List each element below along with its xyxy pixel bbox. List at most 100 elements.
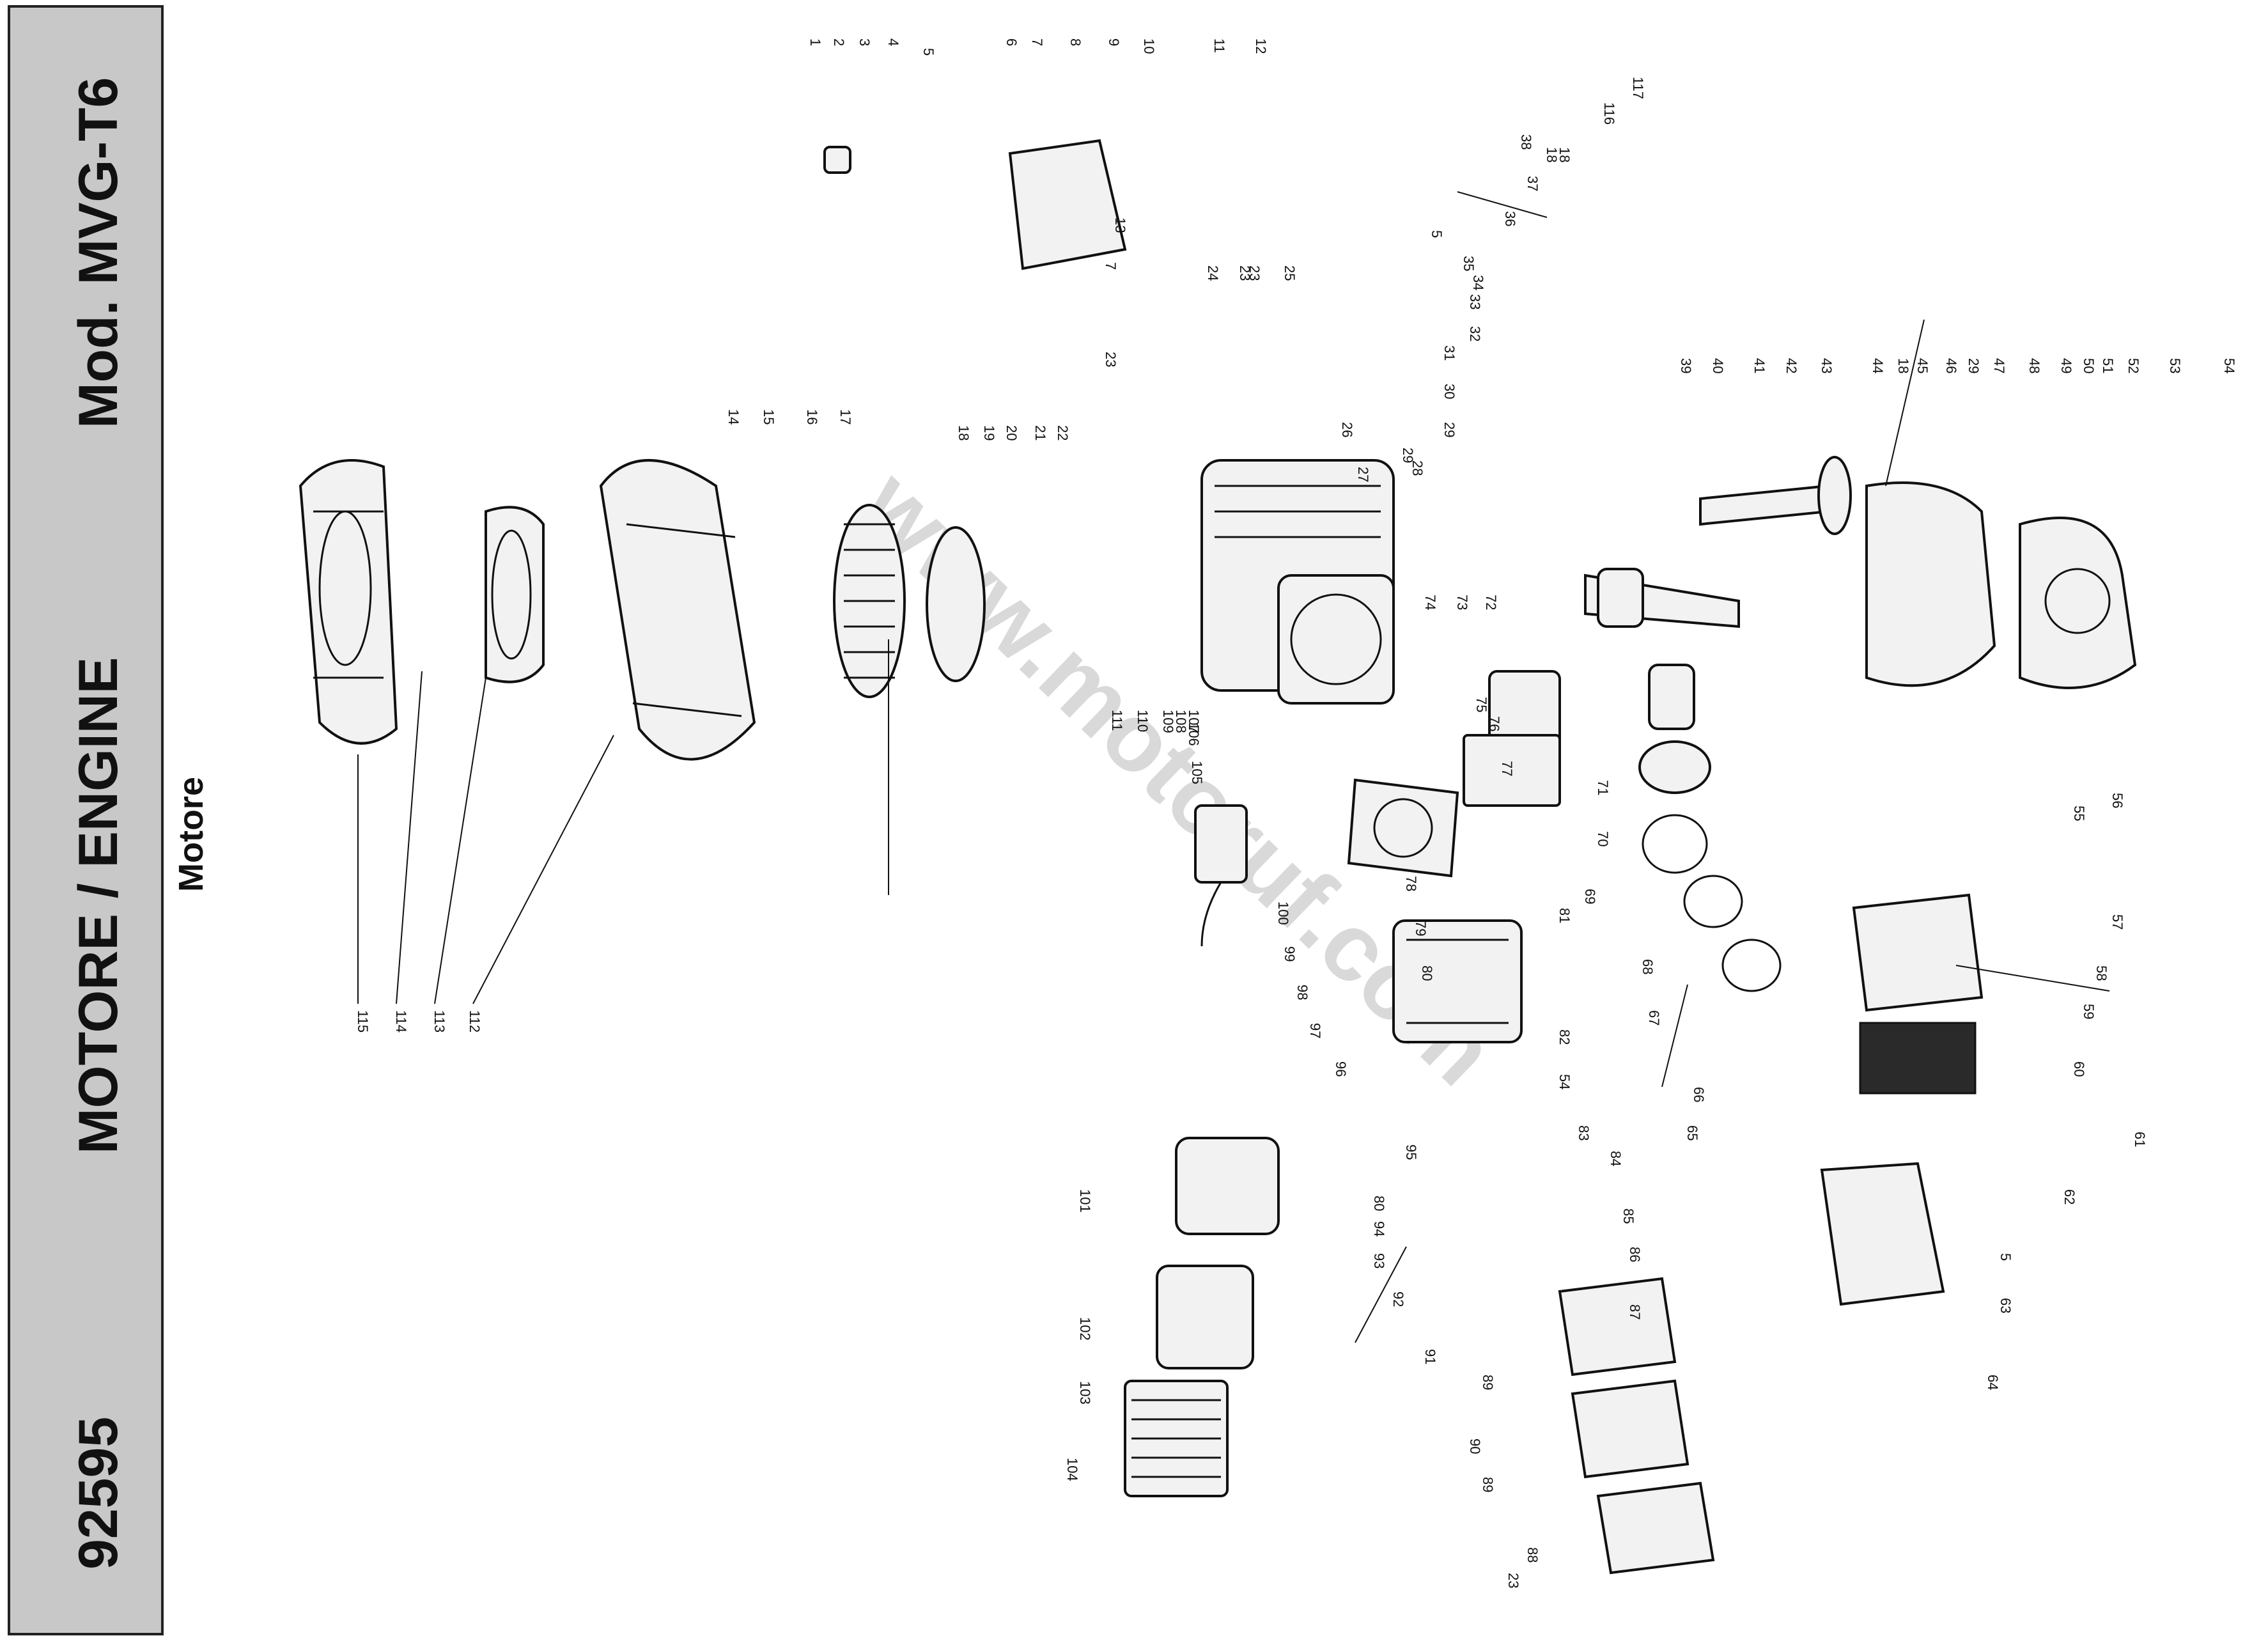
callout-number: 35	[1461, 256, 1477, 271]
callout-number: 21	[1032, 425, 1048, 440]
callout-number: 27	[1355, 467, 1371, 482]
callout-number: 112	[467, 1010, 483, 1033]
callout-number: 79	[1413, 921, 1429, 936]
callout-number: 63	[1998, 1298, 2014, 1313]
callout-number: 16	[804, 409, 820, 425]
callout-number: 86	[1627, 1247, 1643, 1262]
callout-number: 51	[2100, 358, 2116, 373]
callout-number: 34	[1470, 275, 1486, 290]
callout-number: 69	[1582, 889, 1598, 904]
callout-number: 23	[1505, 1573, 1521, 1588]
callout-number: 18	[1544, 147, 1560, 162]
callout-number: 89	[1480, 1477, 1496, 1492]
engine-block	[1200, 459, 1395, 705]
callout-number: 47	[1991, 358, 2007, 373]
callout-number: 18	[1557, 147, 1573, 162]
fan-cover	[299, 459, 398, 745]
callout-number: 85	[1620, 1208, 1636, 1224]
callout-number: 102	[1077, 1317, 1093, 1341]
blower-housing	[599, 459, 756, 761]
callout-number: 14	[726, 409, 742, 425]
piston	[1638, 740, 1782, 992]
callout-number: 99	[1282, 946, 1298, 962]
callout-number: 45	[1915, 358, 1930, 373]
callout-number: 23	[1103, 352, 1119, 367]
callout-number: 32	[1467, 326, 1483, 341]
callout-number: 98	[1294, 985, 1310, 1000]
callout-number: 94	[1371, 1221, 1387, 1236]
flywheel	[833, 504, 986, 698]
callout-number: 30	[1441, 384, 1457, 399]
callout-number: 36	[1502, 211, 1518, 226]
callout-number: 50	[2081, 358, 2097, 373]
callout-number: 13	[1112, 217, 1128, 233]
callout-number: 105	[1189, 761, 1205, 784]
callout-number: 107	[1186, 710, 1202, 733]
callout-number: 80	[1371, 1196, 1387, 1211]
callout-number: 89	[1480, 1375, 1496, 1390]
muffler	[1124, 1137, 1280, 1497]
recoil-starter	[485, 506, 545, 683]
callout-number: 65	[1684, 1125, 1700, 1141]
callout-number: 93	[1371, 1253, 1387, 1268]
callout-number: 24	[1205, 265, 1221, 281]
callout-number: 81	[1557, 908, 1573, 923]
callout-number: 54	[1557, 1074, 1573, 1089]
callout-number: 28	[1410, 460, 1425, 476]
callout-number: 20	[1004, 425, 1020, 440]
callout-number: 6	[1004, 38, 1020, 46]
callout-number: 92	[1390, 1291, 1406, 1307]
callout-number: 84	[1608, 1151, 1624, 1166]
callout-number: 101	[1077, 1189, 1093, 1213]
callout-number: 64	[1985, 1375, 2001, 1390]
callout-number: 18	[1895, 358, 1911, 373]
callout-number: 68	[1640, 959, 1656, 974]
callout-number: 4	[885, 38, 901, 46]
callout-number: 5	[920, 48, 936, 56]
callout-number: 90	[1467, 1438, 1483, 1454]
callout-number: 110	[1135, 710, 1151, 732]
callout-number: 96	[1333, 1061, 1349, 1077]
callout-number: 76	[1486, 716, 1502, 731]
callout-number: 61	[2132, 1132, 2148, 1147]
part-code: 92595	[68, 1416, 129, 1570]
callout-number: 56	[2109, 793, 2125, 808]
callout-number: 80	[1419, 965, 1435, 981]
callout-number: 29	[1400, 448, 1416, 463]
callout-number: 12	[1253, 38, 1269, 54]
crankcase-cover	[1865, 481, 2137, 689]
callout-number: 43	[1819, 358, 1835, 373]
callout-number: 23	[1247, 265, 1262, 281]
callout-number: 75	[1473, 697, 1489, 712]
callout-number: 19	[981, 425, 997, 440]
callout-number: 103	[1077, 1381, 1093, 1405]
callout-number: 42	[1783, 358, 1799, 373]
callout-number: 60	[2071, 1061, 2087, 1077]
callout-number: 7	[1029, 38, 1045, 46]
callout-number: 33	[1467, 294, 1483, 309]
callout-number: 11	[1211, 38, 1227, 53]
page-title: MOTORE / ENGINE	[68, 657, 129, 1154]
callout-number: 29	[1441, 422, 1457, 437]
rocker-cover	[1558, 1277, 1715, 1575]
callout-number: 70	[1595, 831, 1611, 846]
callout-number: 111	[1109, 710, 1125, 731]
callout-number: 82	[1557, 1029, 1573, 1045]
callout-number: 26	[1339, 422, 1355, 437]
callout-number: 97	[1307, 1023, 1323, 1038]
callout-number: 40	[1710, 358, 1726, 373]
callout-number: 104	[1064, 1458, 1080, 1481]
callout-number: 8	[1068, 38, 1084, 46]
callout-number: 38	[1518, 134, 1534, 150]
callout-number: 72	[1483, 595, 1499, 610]
callout-number: 67	[1646, 1010, 1662, 1025]
callout-number: 109	[1160, 710, 1176, 733]
leader-lines	[357, 191, 2110, 1343]
exploded-engine-diagram: www.motoruf.com	[164, 0, 2268, 1645]
air-filter	[1820, 893, 1984, 1306]
callout-number: 83	[1576, 1125, 1592, 1141]
callout-number: 106	[1186, 722, 1202, 746]
callout-number: 2	[831, 38, 847, 46]
callout-number: 59	[2081, 1004, 2097, 1019]
callout-number: 77	[1499, 761, 1515, 776]
